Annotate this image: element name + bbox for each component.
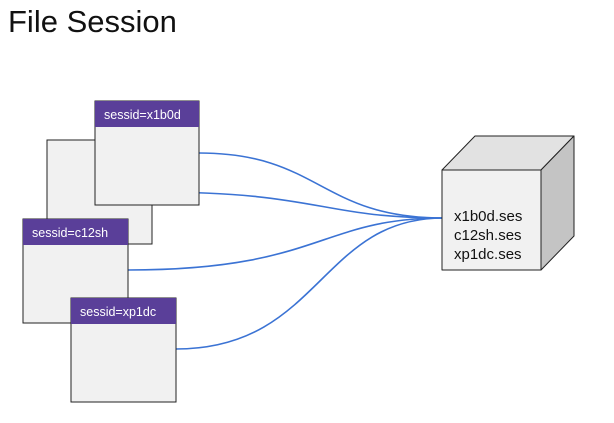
session-file-xp1dc: xp1dc.ses bbox=[454, 246, 522, 263]
connector-x1b0d bbox=[198, 152, 444, 219]
session-file-c12sh: c12sh.ses bbox=[454, 227, 522, 244]
connectors bbox=[127, 152, 444, 350]
connector-blank bbox=[151, 191, 444, 219]
session-file-x1b0d: x1b0d.ses bbox=[454, 208, 522, 225]
session-label: sessid=c12sh bbox=[32, 226, 108, 240]
connector-c12sh bbox=[127, 217, 444, 271]
connector-xp1dc bbox=[175, 217, 444, 350]
session-box-xp1dc: sessid=xp1dc bbox=[70, 297, 177, 403]
session-label: sessid=xp1dc bbox=[80, 305, 156, 319]
session-header bbox=[95, 101, 199, 127]
session-header bbox=[23, 219, 128, 245]
session-header bbox=[71, 298, 176, 324]
cube-front-face bbox=[441, 169, 542, 271]
page-title: File Session bbox=[8, 4, 177, 39]
session-box-x1b0d: sessid=x1b0d bbox=[94, 100, 200, 206]
storage-cube: x1b0d.ses c12sh.ses xp1dc.ses bbox=[441, 135, 575, 271]
session-label: sessid=x1b0d bbox=[104, 108, 181, 122]
